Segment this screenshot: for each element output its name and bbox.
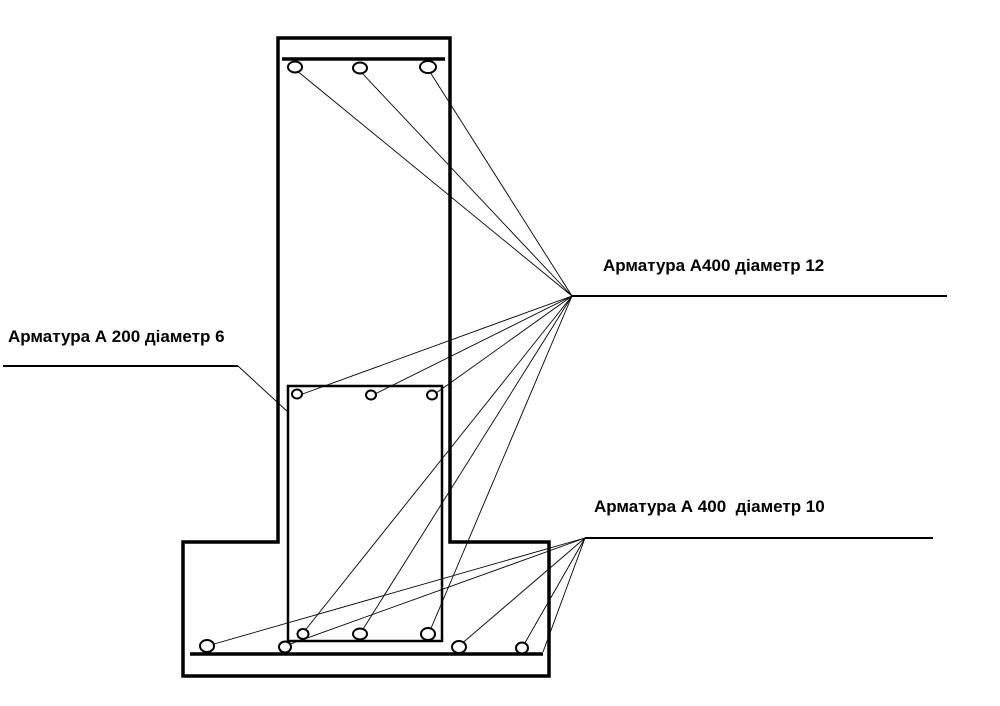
- rebar-circle: [451, 640, 467, 654]
- rebar-circle: [278, 640, 292, 654]
- leaders-a400-d12: [295, 69, 573, 635]
- rebar-circles-bottom: [199, 639, 529, 655]
- rebar-circle: [291, 388, 303, 400]
- inner-stirrup: [286, 384, 444, 643]
- concrete-outline: [181, 36, 551, 678]
- label-rebar-a400-d10: Арматура А 400 діаметр 10: [594, 497, 825, 516]
- rebar-circle: [419, 60, 437, 74]
- rebar-circle: [426, 389, 438, 401]
- rebar-circles-stirrup-bottom: [296, 627, 436, 641]
- rebar-circle: [287, 60, 303, 74]
- rebar-circle: [352, 61, 368, 75]
- rebar-circle: [296, 628, 310, 640]
- rebar-circle: [199, 639, 215, 653]
- rebar-circle: [515, 641, 529, 655]
- rebar-circle: [352, 627, 368, 641]
- leader-a200-d6: [237, 365, 290, 414]
- rebar-circle: [365, 389, 377, 401]
- label-rebar-a400-d12: Арматура А400 діаметр 12: [603, 256, 825, 275]
- leaders-a400-d10: [206, 537, 586, 653]
- rebar-circle: [420, 627, 436, 641]
- rebar-circles-top: [287, 60, 437, 75]
- rebar-circles-stirrup-top: [291, 388, 438, 401]
- label-rebar-a200-d6: Арматура А 200 діаметр 6: [8, 327, 225, 346]
